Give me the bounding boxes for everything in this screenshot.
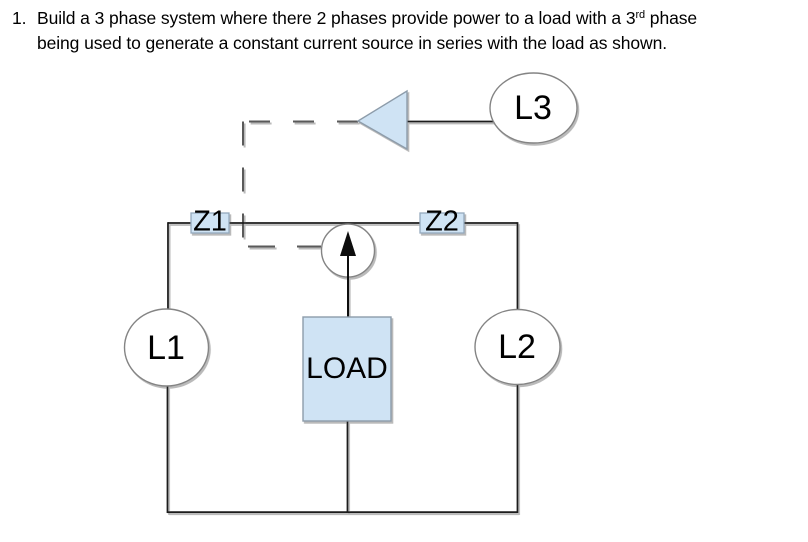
phase-source-l2-label: L2 bbox=[498, 328, 536, 366]
phase-source-circles bbox=[123, 72, 578, 387]
current-source-arrow-icon bbox=[340, 231, 356, 256]
question-line1-end: phase bbox=[645, 8, 697, 28]
load-box bbox=[302, 316, 392, 422]
question-line2: being used to generate a constant curren… bbox=[37, 33, 667, 53]
phase-source-l3-circle bbox=[489, 72, 578, 144]
amplifier-triangle bbox=[356, 89, 408, 151]
phase-source-l2-circle bbox=[474, 308, 561, 386]
question-text: Build a 3 phase system where there 2 pha… bbox=[37, 6, 697, 56]
load-label: LOAD bbox=[306, 352, 388, 385]
question: 1. Build a 3 phase system where there 2 … bbox=[12, 6, 804, 56]
phase-source-l1-circle bbox=[123, 308, 210, 387]
phase-source-l3-label: L3 bbox=[514, 89, 552, 127]
wires bbox=[166, 120, 519, 514]
question-line1: Build a 3 phase system where there 2 pha… bbox=[37, 8, 697, 28]
ordinal-superscript: rd bbox=[635, 9, 646, 21]
impedance-z1-label: Z1 bbox=[193, 205, 227, 238]
impedance-z1-box bbox=[190, 212, 230, 234]
question-line1-text: Build a 3 phase system where there 2 pha… bbox=[37, 8, 636, 28]
question-number: 1. bbox=[12, 8, 27, 28]
impedance-z2-box bbox=[419, 212, 465, 234]
phase-source-l1-label: L1 bbox=[147, 329, 185, 367]
impedance-z2-label: Z2 bbox=[425, 205, 459, 238]
